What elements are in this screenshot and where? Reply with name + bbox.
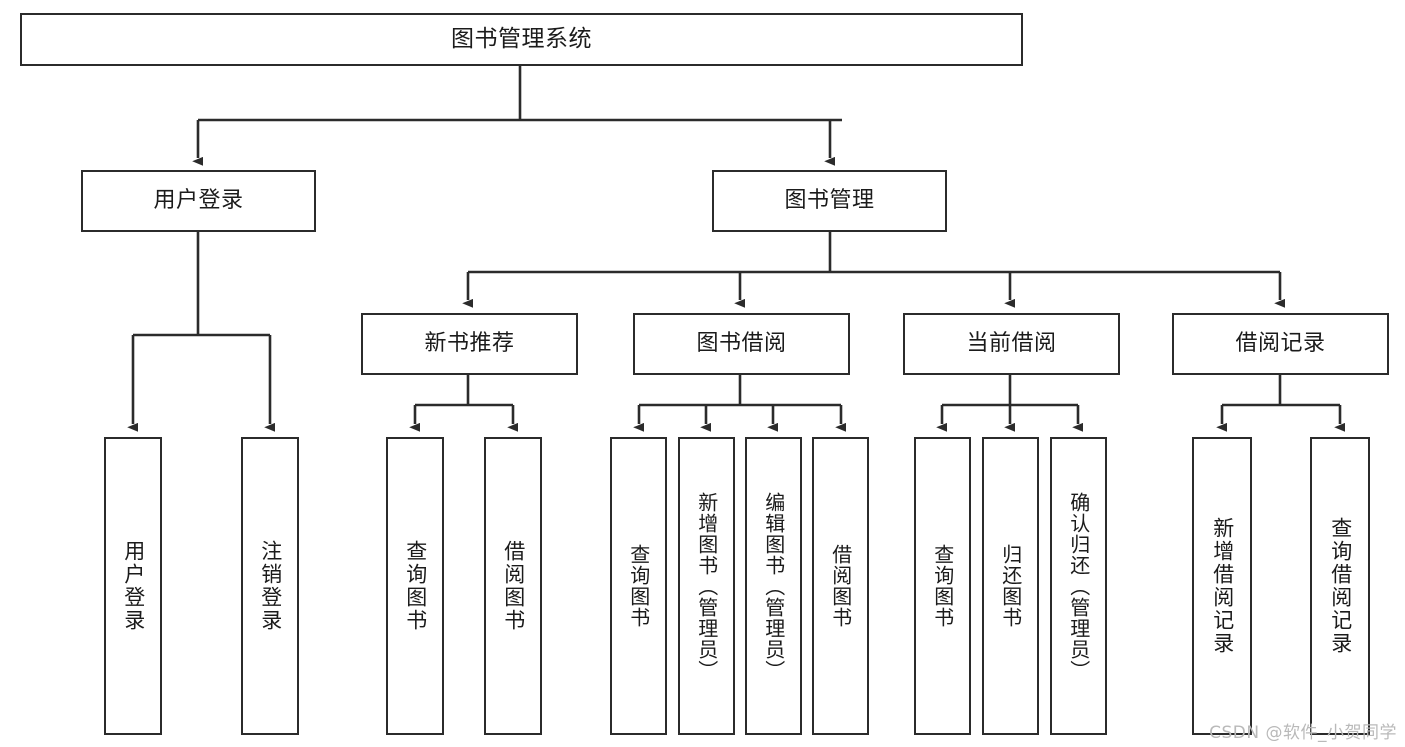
node-label: 图书借阅 xyxy=(696,331,787,357)
leaf-record-add[interactable]: 新增借阅记录 xyxy=(1192,437,1252,735)
node-label: 注销登录 xyxy=(258,540,283,632)
leaf-borrow-edit-book[interactable]: 编辑图书（管理员） xyxy=(745,437,802,735)
leaf-record-query[interactable]: 查询借阅记录 xyxy=(1310,437,1370,735)
node-root-system[interactable]: 图书管理系统 xyxy=(20,13,1023,66)
leaf-borrow-query-book[interactable]: 查询图书 xyxy=(610,437,667,735)
leaf-user-login[interactable]: 用户登录 xyxy=(104,437,162,735)
leaf-recommend-borrow-book[interactable]: 借阅图书 xyxy=(484,437,542,735)
node-book-management[interactable]: 图书管理 xyxy=(712,170,947,232)
leaf-current-confirm-return[interactable]: 确认归还（管理员） xyxy=(1050,437,1107,735)
node-label: 查询借阅记录 xyxy=(1328,517,1353,655)
node-label: 借阅记录 xyxy=(1235,331,1326,357)
node-label: 用户登录 xyxy=(153,188,244,214)
node-borrow-records[interactable]: 借阅记录 xyxy=(1172,313,1389,375)
node-user-login[interactable]: 用户登录 xyxy=(81,170,316,232)
node-label: 新书推荐 xyxy=(424,331,515,357)
node-new-book-recommend[interactable]: 新书推荐 xyxy=(361,313,578,375)
csdn-watermark: CSDN @软件_小贺同学 xyxy=(1209,723,1397,743)
leaf-borrow-add-book[interactable]: 新增图书（管理员） xyxy=(678,437,735,735)
node-current-borrow[interactable]: 当前借阅 xyxy=(903,313,1120,375)
node-label: 新增借阅记录 xyxy=(1210,517,1235,655)
node-label: 查询图书 xyxy=(403,540,428,632)
node-book-borrow[interactable]: 图书借阅 xyxy=(633,313,850,375)
node-label: 图书管理 xyxy=(784,188,875,214)
node-label: 图书管理系统 xyxy=(451,25,592,52)
node-label: 归还图书 xyxy=(998,544,1023,628)
node-label: 查询图书 xyxy=(626,544,651,628)
leaf-user-logout[interactable]: 注销登录 xyxy=(241,437,299,735)
node-label: 编辑图书（管理员） xyxy=(761,491,786,681)
leaf-recommend-query-book[interactable]: 查询图书 xyxy=(386,437,444,735)
leaf-current-return-book[interactable]: 归还图书 xyxy=(982,437,1039,735)
node-label: 新增图书（管理员） xyxy=(694,491,719,681)
node-label: 当前借阅 xyxy=(966,331,1057,357)
leaf-borrow-borrow-book[interactable]: 借阅图书 xyxy=(812,437,869,735)
leaf-current-query-book[interactable]: 查询图书 xyxy=(914,437,971,735)
node-label: 借阅图书 xyxy=(501,540,526,632)
node-label: 用户登录 xyxy=(121,540,146,632)
node-label: 确认归还（管理员） xyxy=(1066,491,1091,681)
node-label: 借阅图书 xyxy=(828,544,853,628)
node-label: 查询图书 xyxy=(930,544,955,628)
